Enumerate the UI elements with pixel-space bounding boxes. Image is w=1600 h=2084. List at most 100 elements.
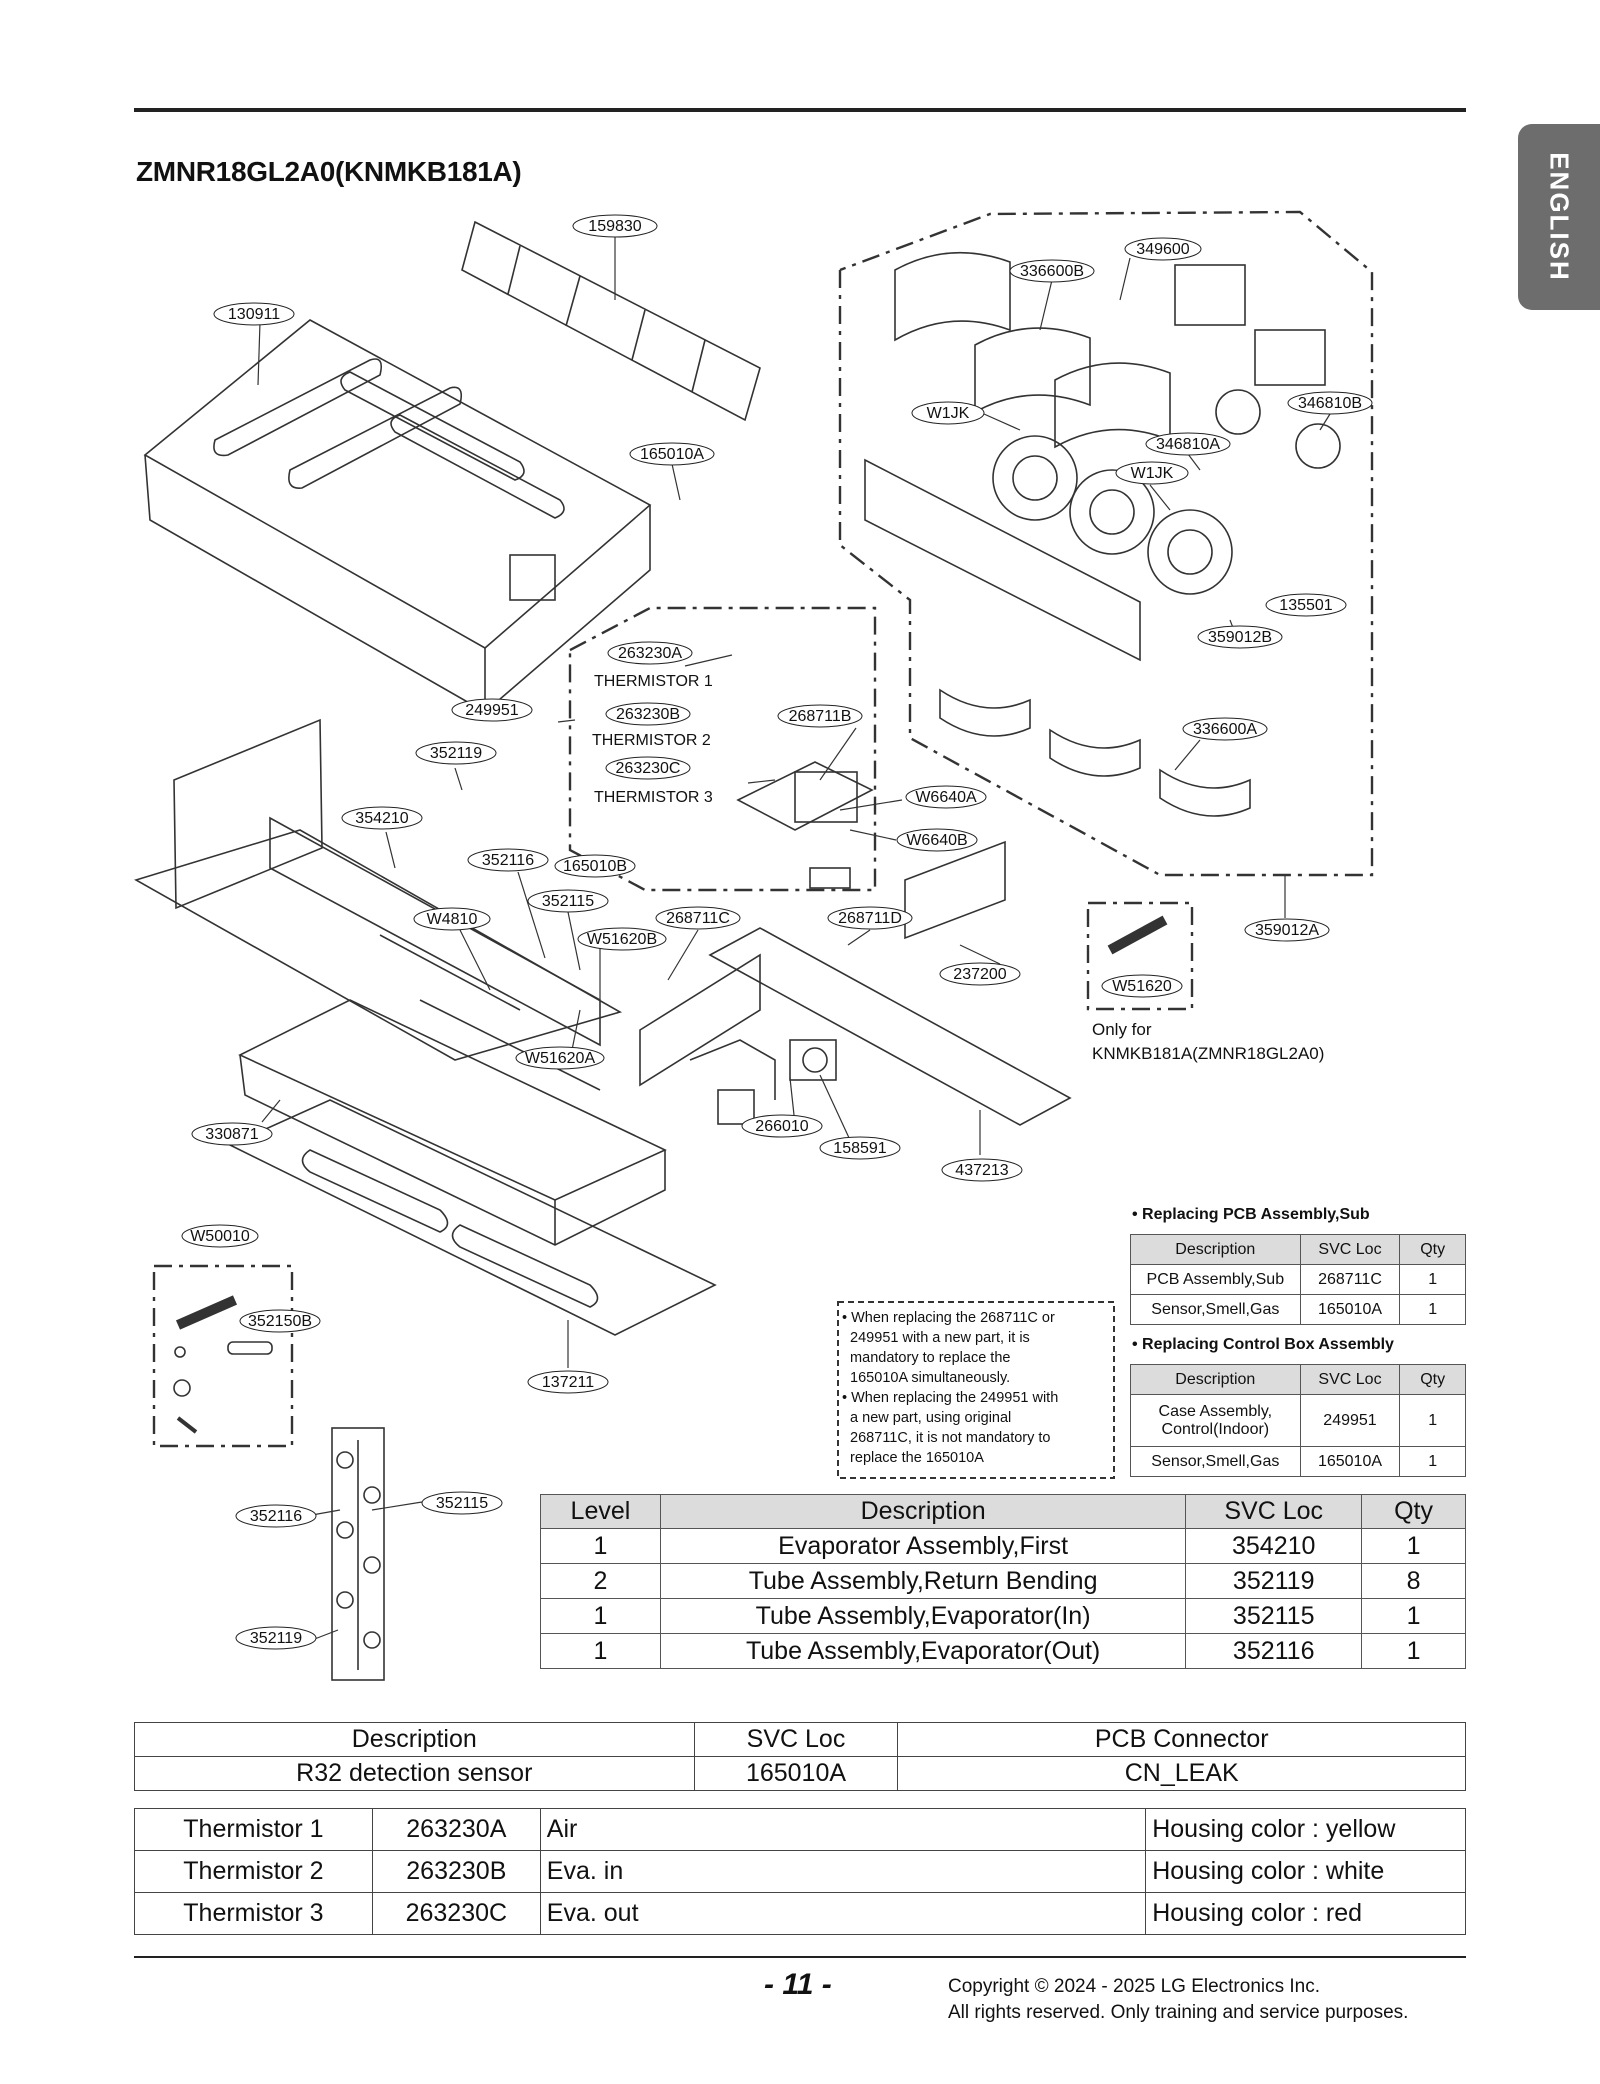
callout-237200[interactable]: 237200 [939,962,1021,986]
callout-label: 159830 [588,218,641,235]
table-row: Thermistor 3 263230C Eva. out Housing co… [134,1892,1466,1935]
table-row: Sensor,Smell,Gas 165010A 1 [1130,1446,1466,1477]
callout-label: 352150B [248,1313,312,1330]
note-line: • When replacing the 268711C or [842,1310,1055,1326]
callout-label: 352115 [436,1495,488,1512]
callout-label: 158591 [833,1140,886,1157]
table-row: R32 detection sensor 165010A CN_LEAK [134,1756,1466,1791]
copyright-line2: All rights reserved. Only training and s… [948,2002,1409,2023]
callout-158591[interactable]: 158591 [819,1136,901,1160]
callout-330871[interactable]: 330871 [191,1122,273,1146]
callout-268711C[interactable]: 268711C [655,906,741,930]
only-for-note: Only for KNMKB181A(ZMNR18GL2A0) [1092,1018,1324,1066]
callout-label: W51620B [587,931,657,948]
callout-165010A[interactable]: 165010A [629,442,715,466]
drain-pan-drawing [238,999,667,1246]
table-row: Sensor,Smell,Gas 165010A 1 [1130,1294,1466,1325]
header-qty: Qty [1399,1364,1466,1395]
callout-346810A[interactable]: 346810A [1145,432,1231,456]
top-rule [134,108,1466,112]
note-line: 165010A simultaneously. [842,1370,1011,1386]
w51620-outline [1086,901,1194,1011]
callout-263230B[interactable]: 263230B [605,702,691,726]
pcb-sub-title: • Replacing PCB Assembly,Sub [1132,1206,1370,1223]
fan-group-outline [838,210,1374,877]
callout-label: 352119 [430,745,482,762]
note-line: mandatory to replace the [842,1350,1011,1366]
callout-263230A[interactable]: 263230A [607,641,693,665]
note-line: 268711C, it is not mandatory to [842,1430,1051,1446]
callout-137211[interactable]: 137211 [527,1370,609,1394]
callout-W6640A[interactable]: W6640A [905,785,987,809]
pcb-sub-table: Description SVC Loc Qty PCB Assembly,Sub… [1130,1234,1466,1325]
callout-label: 349600 [1136,241,1189,258]
callout-135501[interactable]: 135501 [1265,593,1347,617]
callout-label: W51620A [525,1050,596,1067]
only-for-line2: KNMKB181A(ZMNR18GL2A0) [1092,1044,1325,1063]
callout-346810B[interactable]: 346810B [1287,391,1373,415]
callout-354210[interactable]: 354210 [341,806,423,830]
callout-352116-bottom[interactable]: 352116 [235,1504,317,1528]
note-line: a new part, using original [842,1410,1012,1426]
callout-label: 130911 [228,306,280,323]
callout-159830[interactable]: 159830 [572,214,658,238]
copyright-line1: Copyright © 2024 - 2025 LG Electronics I… [948,1976,1321,1997]
callout-268711D[interactable]: 268711D [827,906,913,930]
callout-130911[interactable]: 130911 [213,302,295,326]
side-cover-drawing [639,840,1072,1126]
callout-w1jk-1[interactable]: W1JK [911,401,985,425]
callout-352119-bottom[interactable]: 352119 [235,1626,317,1650]
copyright: Copyright © 2024 - 2025 LG Electronics I… [948,1974,1408,2026]
callout-352115-bottom[interactable]: 352115 [421,1491,503,1515]
callout-W51620[interactable]: W51620 [1101,974,1183,998]
callout-label: 268711D [838,910,902,927]
callout-W6640B[interactable]: W6640B [896,828,978,852]
thermistor-2-label: THERMISTOR 2 [592,732,711,749]
callout-W4810[interactable]: W4810 [413,907,491,931]
callout-437213[interactable]: 437213 [941,1158,1023,1182]
bottom-rule [134,1956,1466,1958]
callout-label: 352116 [482,852,534,869]
table-row: Thermistor 1 263230A Air Housing color :… [134,1808,1466,1851]
callout-249951[interactable]: 249951 [451,698,533,722]
bottom-panel-drawing [228,1099,717,1336]
header-svc-loc: SVC Loc [1299,1364,1401,1395]
header-svc-loc: SVC Loc [1299,1234,1401,1265]
callout-352116-top[interactable]: 352116 [467,848,549,872]
callout-336600A[interactable]: 336600A [1182,717,1268,741]
callout-268711B[interactable]: 268711B [777,704,863,728]
thermistor-table: Thermistor 1 263230A Air Housing color :… [134,1808,1466,1935]
only-for-line1: Only for [1092,1020,1152,1039]
callout-w1jk-2[interactable]: W1JK [1115,461,1189,485]
callout-352150B[interactable]: 352150B [239,1309,321,1333]
callout-359012A[interactable]: 359012A [1244,918,1330,942]
callout-label: 137211 [542,1374,594,1391]
callout-336600B[interactable]: 336600B [1009,259,1095,283]
callout-352119-top[interactable]: 352119 [415,741,497,765]
callout-352115-top[interactable]: 352115 [527,889,609,913]
callout-label: 336600B [1020,263,1084,280]
language-tab[interactable]: ENGLISH [1518,124,1600,310]
r32-sensor-table: Description SVC Loc PCB Connector R32 de… [134,1722,1466,1791]
callout-label: 263230B [616,706,680,723]
callout-label: 330871 [205,1126,258,1143]
callout-263230C[interactable]: 263230C [605,756,691,780]
callout-W51620A[interactable]: W51620A [515,1046,605,1070]
callout-label: 268711C [666,910,730,927]
drain-kit-outline [152,1264,294,1448]
callout-349600[interactable]: 349600 [1124,237,1202,261]
callout-266010[interactable]: 266010 [741,1114,823,1138]
callout-359012B[interactable]: 359012B [1197,625,1283,649]
callout-W51620B[interactable]: W51620B [577,927,667,951]
table-row: Thermistor 2 263230B Eva. in Housing col… [134,1850,1466,1893]
callout-165010B[interactable]: 165010B [554,854,636,878]
callout-W50010[interactable]: W50010 [181,1224,259,1248]
callout-label: 165010A [640,446,704,463]
thermistor-labels: THERMISTOR 1 THERMISTOR 2 THERMISTOR 3 [592,673,713,806]
drain-kit-drawing [173,1295,273,1434]
header-qty: Qty [1399,1234,1466,1265]
model-title: ZMNR18GL2A0(KNMKB181A) [136,156,522,187]
